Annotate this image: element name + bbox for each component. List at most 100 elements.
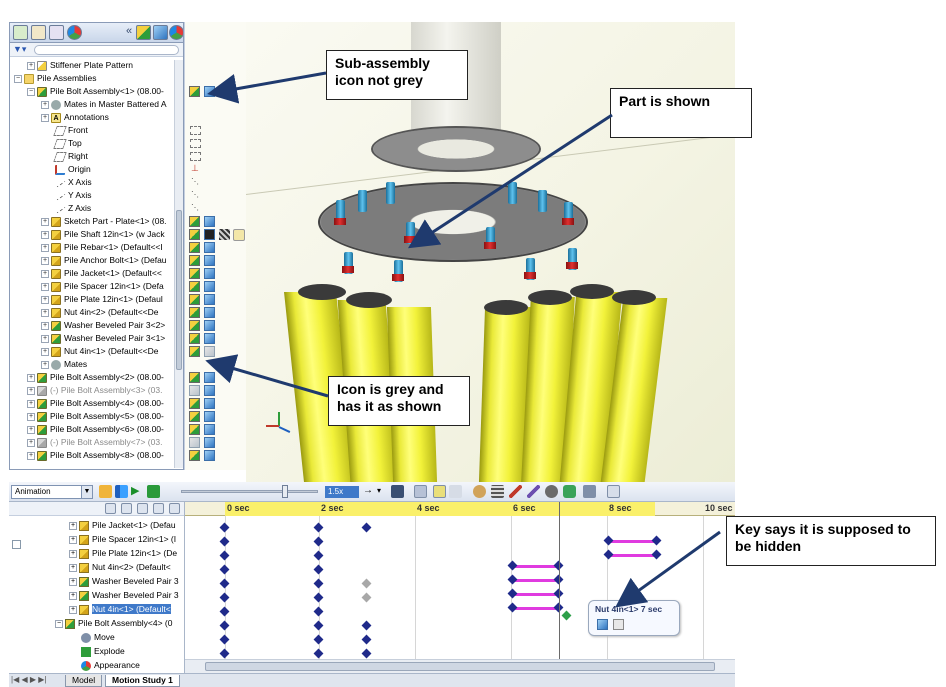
display-state-part-icon[interactable] [189,281,200,292]
keyframe[interactable] [651,549,662,560]
spring-icon[interactable] [491,485,504,498]
axis-visibility-icon[interactable]: ⋱ [191,177,199,186]
keyframe[interactable] [361,522,372,533]
expand-toggle-icon[interactable]: + [27,399,35,408]
expand-toggle-icon[interactable]: + [69,591,77,600]
display-mode-icon[interactable] [204,255,215,266]
tree-item[interactable]: +Nut 4in<2> (Default<<De [41,306,159,319]
add-key-icon[interactable] [449,485,462,498]
change-bar[interactable] [609,540,657,543]
display-mode-icon[interactable] [204,372,215,383]
filter-icon[interactable]: ▼▾ [13,44,27,54]
keyframe[interactable] [507,574,518,585]
motion-tree-item[interactable]: Move [81,631,115,644]
tree-item[interactable]: X Axis [54,176,92,189]
tree-item[interactable]: Z Axis [54,202,91,215]
expand-toggle-icon[interactable]: + [41,100,49,109]
autokey-icon[interactable] [433,485,446,498]
tree-scrollbar-thumb[interactable] [176,210,182,370]
axis-visibility-icon[interactable]: ⋱ [191,203,199,212]
display-state-part-icon[interactable] [189,294,200,305]
appearance-icon[interactable] [233,229,245,241]
keyframe[interactable] [313,592,324,603]
display-mode-icon[interactable] [204,424,215,435]
display-state-assembly-icon[interactable] [189,398,200,409]
keyframe[interactable] [219,578,230,589]
expand-toggle-icon[interactable]: + [41,347,49,356]
tree-item[interactable]: Top [53,137,82,150]
filter-driving-icon[interactable] [121,503,132,514]
keyframe[interactable] [219,620,230,631]
expand-toggle-icon[interactable]: + [41,295,49,304]
tree-item[interactable]: +Nut 4in<1> (Default<<De [41,345,159,358]
collapse-chevron-icon[interactable]: « [126,25,133,37]
playback-slider-thumb[interactable] [282,485,288,498]
motion-tree-item[interactable]: Explode [81,645,125,658]
chevron-down-icon[interactable]: ▼ [81,486,92,498]
tree-item[interactable]: +(-) Pile Bolt Assembly<3> (03. [27,384,162,397]
motion-tree-item[interactable]: +Washer Beveled Pair 3 [69,575,179,588]
display-state-part-icon[interactable] [189,255,200,266]
change-bar[interactable] [609,554,657,557]
expand-toggle-icon[interactable]: + [69,521,77,530]
display-state-part-icon[interactable] [189,307,200,318]
display-mode-icon[interactable] [204,411,215,422]
timeline-scrollbar-thumb[interactable] [205,662,715,671]
keyframe[interactable] [219,592,230,603]
keyframe[interactable] [219,634,230,645]
collapse-toggle-icon[interactable]: − [27,87,35,96]
study-type-select[interactable]: Animation▼ [11,485,93,499]
configuration-manager-tab-icon[interactable] [49,25,64,40]
feature-tree-tab-icon[interactable] [13,25,28,40]
keyframe[interactable] [219,536,230,547]
tree-item[interactable]: −Pile Bolt Assembly<1> (08.00- [27,85,164,98]
expand-toggle-icon[interactable]: + [69,563,77,572]
force-icon[interactable] [527,485,540,498]
tree-item[interactable]: +(-) Pile Bolt Assembly<7> (03. [27,436,162,449]
motion-tree-item[interactable]: Appearance [81,659,140,672]
display-mode-icon[interactable] [204,385,215,396]
gravity-icon[interactable] [563,485,576,498]
display-state-assembly-icon[interactable] [189,86,200,97]
suppressed-display-state-icon[interactable] [189,385,200,396]
tree-item[interactable]: Front [53,124,88,137]
display-state-part-icon[interactable] [189,242,200,253]
motion-tree-item[interactable]: +Pile Jacket<1> (Defau [69,519,176,532]
tree-item[interactable]: Right [53,150,88,163]
tab-motion-study-1[interactable]: Motion Study 1 [105,675,180,687]
tree-item[interactable]: +Pile Bolt Assembly<5> (08.00- [27,410,164,423]
expand-toggle-icon[interactable]: + [41,243,49,252]
tree-item[interactable]: +Pile Jacket<1> (Default<< [41,267,162,280]
keyframe[interactable] [219,606,230,617]
tree-item[interactable]: +Pile Shaft 12in<1> (w Jack [41,228,165,241]
tree-item[interactable]: −Pile Assemblies [14,72,97,85]
expand-toggle-icon[interactable]: + [41,321,49,330]
keyframe[interactable] [313,634,324,645]
motion-tree-item-selected[interactable]: +Nut 4in<1> (Default< [69,603,171,616]
results-icon[interactable] [583,485,596,498]
display-mode-icon[interactable] [204,242,215,253]
display-state-assembly-icon[interactable] [189,320,200,331]
display-mode-icon[interactable] [204,320,215,331]
display-state-part-icon[interactable] [189,346,200,357]
tree-item[interactable]: +Pile Plate 12in<1> (Defaul [41,293,163,306]
study-properties-icon[interactable] [607,485,620,498]
tree-item[interactable]: +Pile Bolt Assembly<8> (08.00- [27,449,164,462]
keyframe[interactable] [507,560,518,571]
tree-scrollbar[interactable] [174,60,183,468]
axis-visibility-icon[interactable]: ⋱ [191,190,199,199]
display-state-part-icon[interactable] [189,229,200,240]
damper-icon[interactable] [509,485,522,498]
motion-tree-item[interactable]: +Pile Plate 12in<1> (De [69,547,177,560]
calculate-icon[interactable] [99,485,112,498]
hidden-display-mode-icon[interactable] [204,346,215,357]
display-state-assembly-icon[interactable] [189,333,200,344]
display-mode-icon[interactable] [204,268,215,279]
keyframe[interactable] [313,606,324,617]
tree-item[interactable]: +Pile Bolt Assembly<6> (08.00- [27,423,164,436]
tab-model[interactable]: Model [65,675,103,687]
display-mode-icon[interactable] [204,86,215,97]
display-state-part-icon[interactable] [189,268,200,279]
keyframe-selected[interactable] [561,610,572,621]
